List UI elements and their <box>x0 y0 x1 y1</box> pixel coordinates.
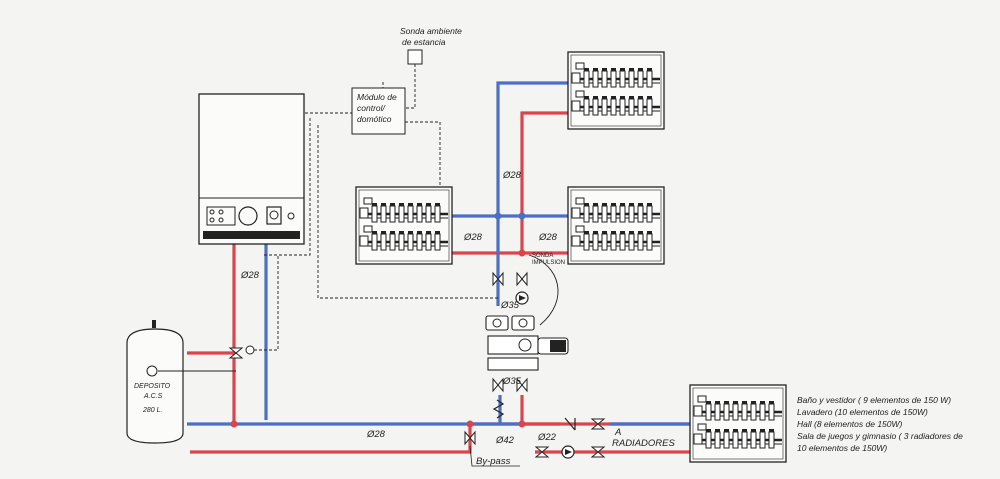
return-pipe-upper-riser <box>496 81 568 306</box>
pipe-label-main-mid: Ø42 <box>495 435 515 446</box>
radiator-notes: Baño y vestidor ( 9 elementos de 150 W) … <box>797 395 963 453</box>
control-module: Módulo de control/ domótico <box>351 87 406 135</box>
pipe-label-branch-left: Ø28 <box>463 232 483 243</box>
tank-label-line-2: A.C.S <box>143 393 163 400</box>
pipe-label-boiler-riser: Ø28 <box>240 270 260 281</box>
probe-label-line-1: SONDA <box>532 253 553 259</box>
dhw-tank: DEPOSITO A.C.S 280 L. <box>126 320 236 444</box>
pipe-label-branch-right: Ø28 <box>538 232 558 243</box>
pipe-label-pump-lower: Ø35 <box>502 376 522 387</box>
check-valve <box>564 417 576 431</box>
boiler <box>198 93 305 245</box>
tank-label-line-3: 280 L. <box>142 407 163 414</box>
sensor-label-line-1: Sonda ambiente <box>400 26 462 36</box>
junction-dots <box>230 212 526 428</box>
return-pipes <box>187 81 690 426</box>
bypass-spring <box>492 399 505 419</box>
note-line-5: 10 elementos de 150W) <box>797 443 887 453</box>
control-module-line-2: control/ <box>357 103 387 113</box>
manifold-box-top <box>568 52 664 129</box>
note-line-1: Baño y vestidor ( 9 elementos de 150 W) <box>797 395 951 405</box>
radiator-label-line-2: RADIADORES <box>612 438 675 449</box>
note-line-4: Sala de juegos y gimnasio ( 3 radiadores… <box>797 431 963 441</box>
room-sensor: Sonda ambiente de estancia <box>400 26 462 65</box>
pipe-label-pump-upper: Ø35 <box>500 300 520 311</box>
bypass-callout: By-pass <box>469 445 520 467</box>
mixing-group <box>485 315 569 371</box>
manifold-box-bottom <box>690 385 786 462</box>
note-line-2: Lavadero (10 elementos de 150W) <box>797 407 928 417</box>
sensor-label-line-2: de estancia <box>402 37 446 47</box>
control-wiring <box>246 64 498 351</box>
pipe-label-radiator-branch: Ø22 <box>537 432 557 443</box>
pipe-label-main-left: Ø28 <box>366 429 386 440</box>
pipe-label-upper-riser: Ø28 <box>502 170 522 181</box>
pumps <box>515 291 575 459</box>
probe-label-line-2: IMPULSION <box>532 260 565 266</box>
control-module-line-1: Módulo de <box>357 92 397 102</box>
manifold-box-mid-left <box>356 187 452 264</box>
supply-pipe-upper-riser <box>520 111 568 253</box>
tank-label-line-1: DEPOSITO <box>134 383 171 390</box>
radiator-label-line-1: A <box>614 427 621 438</box>
control-module-line-3: domótico <box>357 114 392 124</box>
note-line-3: Hall (8 elementos de 150W) <box>797 419 903 429</box>
manifold-box-mid-right <box>568 187 664 264</box>
probe-cable <box>528 254 559 326</box>
bypass-label: By-pass <box>476 456 511 467</box>
three-way-valve <box>229 345 255 359</box>
